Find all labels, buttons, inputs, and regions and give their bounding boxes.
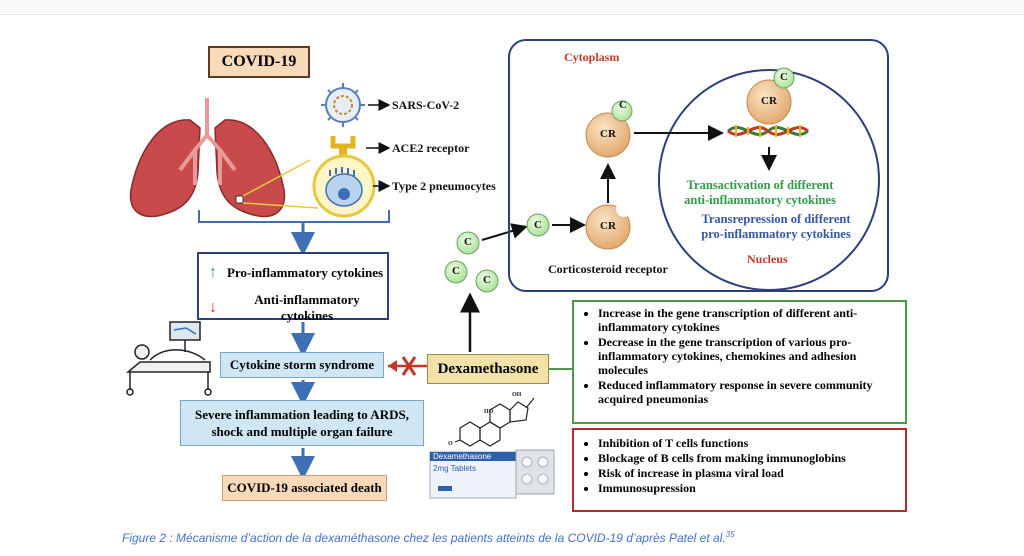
nucleus-label: Nucleus [747,252,788,266]
ace2-receptor-icon [330,136,356,158]
transactivation-line-1: Transactivation of different [686,178,834,192]
c-molecule-3: C [483,274,491,286]
pneumocyte-icon [312,154,376,218]
block-x-icon [388,356,427,376]
transrepression-line-1: Transrepression of different [701,212,851,226]
figure-caption: Figure 2 : Mécanisme d’action de la dexa… [122,530,735,545]
benefit-item: Increase in the gene transcription of di… [598,306,897,334]
dna-icon [727,125,809,137]
cr-nucleus [746,79,792,125]
c-molecule-1: C [464,236,472,248]
benefit-item: Decrease in the gene transcription of va… [598,335,897,377]
benefit-item: Reduced inflammatory response in severe … [598,378,897,406]
molecule-label-ho: HO [484,409,494,415]
risk-item: Blockage of B cells from making immunogl… [598,451,897,465]
corticosteroid-receptor-label: Corticosteroid receptor [548,262,668,276]
ards-box: Severe inflammation leading to ARDS, sho… [180,400,424,446]
death-label: COVID-19 associated death [227,480,382,495]
molecule-structure-icon [454,397,535,447]
c-nucleus-label: C [780,71,788,83]
transrepression-line-2: pro-inflammatory cytokines [701,227,851,241]
c-entering [526,213,550,237]
cr-bound [585,112,631,158]
pro-cytokines-label: Pro-inflammatory cytokines [227,265,384,280]
cytokines-box: ↑ Pro-inflammatory cytokines ↓ Anti-infl… [197,252,389,323]
death-box: COVID-19 associated death [222,475,387,501]
risk-item: Inhibition of T cells functions [598,436,897,450]
ards-line-1: Severe inflammation leading to ARDS, [195,407,409,422]
benefits-box: Increase in the gene transcription of di… [572,300,907,424]
anti-cytokines-row: ↓ Anti-inflammatory cytokines [209,292,387,324]
transactivation-text: Transactivation of different anti-inflam… [650,178,870,208]
dexamethasone-box: Dexamethasone [427,354,549,384]
dexamethasone-label: Dexamethasone [437,360,539,377]
risk-item: Risk of increase in plasma viral load [598,466,897,480]
storm-label: Cytokine storm syndrome [229,357,375,372]
tablet-box-name: Dexamethasone [433,452,492,461]
transrepression-text: Transrepression of different pro-inflamm… [666,212,886,242]
nucleus-circle [658,69,880,291]
cr-nucleus-label: CR [761,95,777,107]
up-arrow-icon: ↑ [209,264,217,281]
covid-label: COVID-19 [221,53,297,70]
cr-receptor-empty [585,201,632,250]
lungs-illustration [129,98,286,218]
ace2-label: ACE2 receptor [392,141,470,155]
molecule-label-o: O [448,441,453,447]
anti-cytokines-label: Anti-inflammatory cytokines [254,292,360,323]
cytoplasm-label: Cytoplasm [564,50,620,64]
cr-empty-label: CR [600,220,616,232]
cytokine-storm-box: Cytokine storm syndrome [220,352,384,378]
benefits-list: Increase in the gene transcription of di… [574,302,905,411]
c-entry-arrow [481,223,528,241]
c-entering-label: C [534,219,542,231]
tablet-box-dose: 2mg Tablets [433,464,476,473]
pro-cytokines-row: ↑ Pro-inflammatory cytokines [209,264,383,282]
down-arrow-icon: ↓ [209,299,217,316]
page-top-strip [0,0,1024,15]
c-bound [611,100,633,122]
ards-line-2: shock and multiple organ failure [211,424,393,439]
caption-text: Figure 2 : Mécanisme d’action de la dexa… [122,531,726,545]
tablet-box-image [429,449,555,499]
c-molecule-2: C [452,265,460,277]
covid-label-box: COVID-19 [208,46,310,78]
caption-reference: 35 [725,530,735,539]
cell-panel-graphics [526,67,880,291]
c-nucleus [773,67,795,89]
cell-panel [508,39,889,292]
virus-label: SARS-CoV-2 [392,98,460,112]
virus-icon [321,83,365,127]
risks-box: Inhibition of T cells functions Blockage… [572,428,907,512]
ards-text: Severe inflammation leading to ARDS, sho… [195,406,409,440]
cr-bound-label: CR [600,128,616,140]
risks-list: Inhibition of T cells functions Blockage… [574,430,905,500]
pneumocyte-label: Type 2 pneumocytes [392,179,496,193]
risk-item: Immunosupression [598,481,897,495]
lung-bracket [198,210,390,223]
c-bound-label: C [619,99,627,111]
molecule-label-oh: OH [512,392,522,398]
transactivation-line-2: anti-inflammatory cytokines [684,193,836,207]
patient-bed-icon [125,321,212,396]
free-c-molecules [444,231,499,293]
